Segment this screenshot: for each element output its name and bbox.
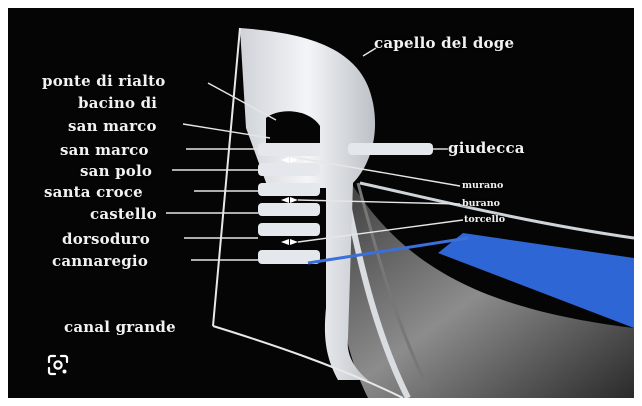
label-cannaregio: cannaregio — [52, 252, 148, 270]
label-burano: burano — [462, 198, 500, 209]
label-canal-grande: canal grande — [64, 318, 176, 336]
label-ponte-di-rialto: ponte di rialto — [42, 72, 165, 90]
hull-highlight — [360, 183, 634, 238]
canal-grande-line — [213, 28, 240, 326]
label-torcello: torcello — [464, 214, 505, 225]
label-giudecca: giudecca — [448, 139, 525, 157]
label-dorsoduro: dorsoduro — [62, 230, 150, 248]
tooth-5 — [258, 223, 320, 236]
tooth-giudecca — [348, 143, 433, 155]
label-bacino-san-marco: san marco — [68, 117, 157, 135]
label-murano: murano — [462, 180, 503, 191]
label-san-marco: san marco — [60, 141, 149, 159]
tooth-2 — [258, 163, 320, 176]
label-bacino-di: bacino di — [78, 94, 157, 112]
google-lens-icon[interactable] — [46, 353, 70, 377]
label-castello: castello — [90, 205, 157, 223]
tooth-1 — [258, 143, 320, 156]
label-san-polo: san polo — [80, 162, 152, 180]
gondola-ferro-image: capello del doge ponte di rialto bacino … — [8, 8, 634, 398]
label-capello-del-doge: capello del doge — [374, 34, 514, 52]
tooth-4 — [258, 203, 320, 216]
label-santa-croce: santa croce — [44, 183, 143, 201]
tooth-3 — [258, 183, 320, 196]
ferro-illustration — [8, 8, 634, 398]
